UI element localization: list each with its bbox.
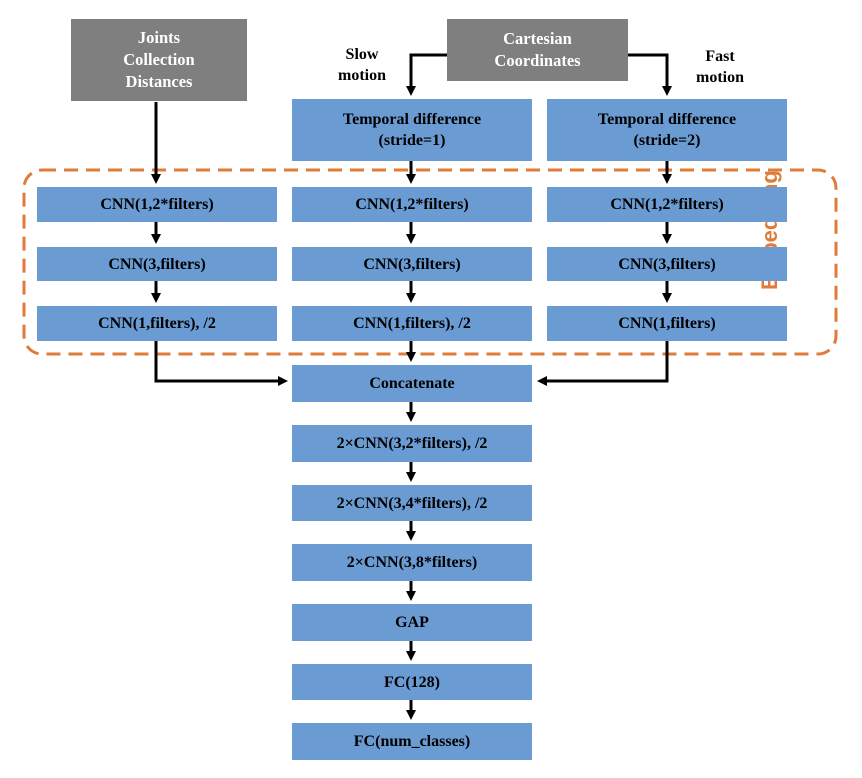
joints-input-box: Joints Collection Distances [71,19,247,101]
right-cnn-3: CNN(1,filters) [547,306,787,341]
arrow-left-to-concat [154,341,288,386]
left-cnn-2: CNN(3,filters) [37,247,277,281]
right-cnn-1: CNN(1,2*filters) [547,187,787,222]
cnn-stack-1-box: 2×CNN(3,2*filters), /2 [292,425,532,462]
cnn-stack-3-box: 2×CNN(3,8*filters) [292,544,532,581]
fc-num-classes-box: FC(num_classes) [292,723,532,760]
middle-cnn-3: CNN(1,filters), /2 [292,306,532,341]
fast-motion-label: Fast motion [696,48,744,86]
concatenate-box: Concatenate [292,365,532,402]
fc-128-box: FC(128) [292,664,532,700]
cartesian-input-box: Cartesian Coordinates [447,19,628,81]
left-cnn-3: CNN(1,filters), /2 [37,306,277,341]
middle-cnn-1: CNN(1,2*filters) [292,187,532,222]
slow-motion-label: Slow motion [338,46,386,84]
arrow-cartesian-to-slow [406,53,447,96]
left-cnn-1: CNN(1,2*filters) [37,187,277,222]
gap-box: GAP [292,604,532,641]
right-cnn-2: CNN(3,filters) [547,247,787,281]
middle-cnn-2: CNN(3,filters) [292,247,532,281]
embedding-frame [22,168,838,356]
arrow-cartesian-to-fast [628,53,672,96]
cnn-stack-2-box: 2×CNN(3,4*filters), /2 [292,485,532,521]
temporal-diff-slow-box: Temporal difference (stride=1) [292,99,532,161]
temporal-diff-fast-box: Temporal difference (stride=2) [547,99,787,161]
arrow-right-to-concat [537,341,669,386]
